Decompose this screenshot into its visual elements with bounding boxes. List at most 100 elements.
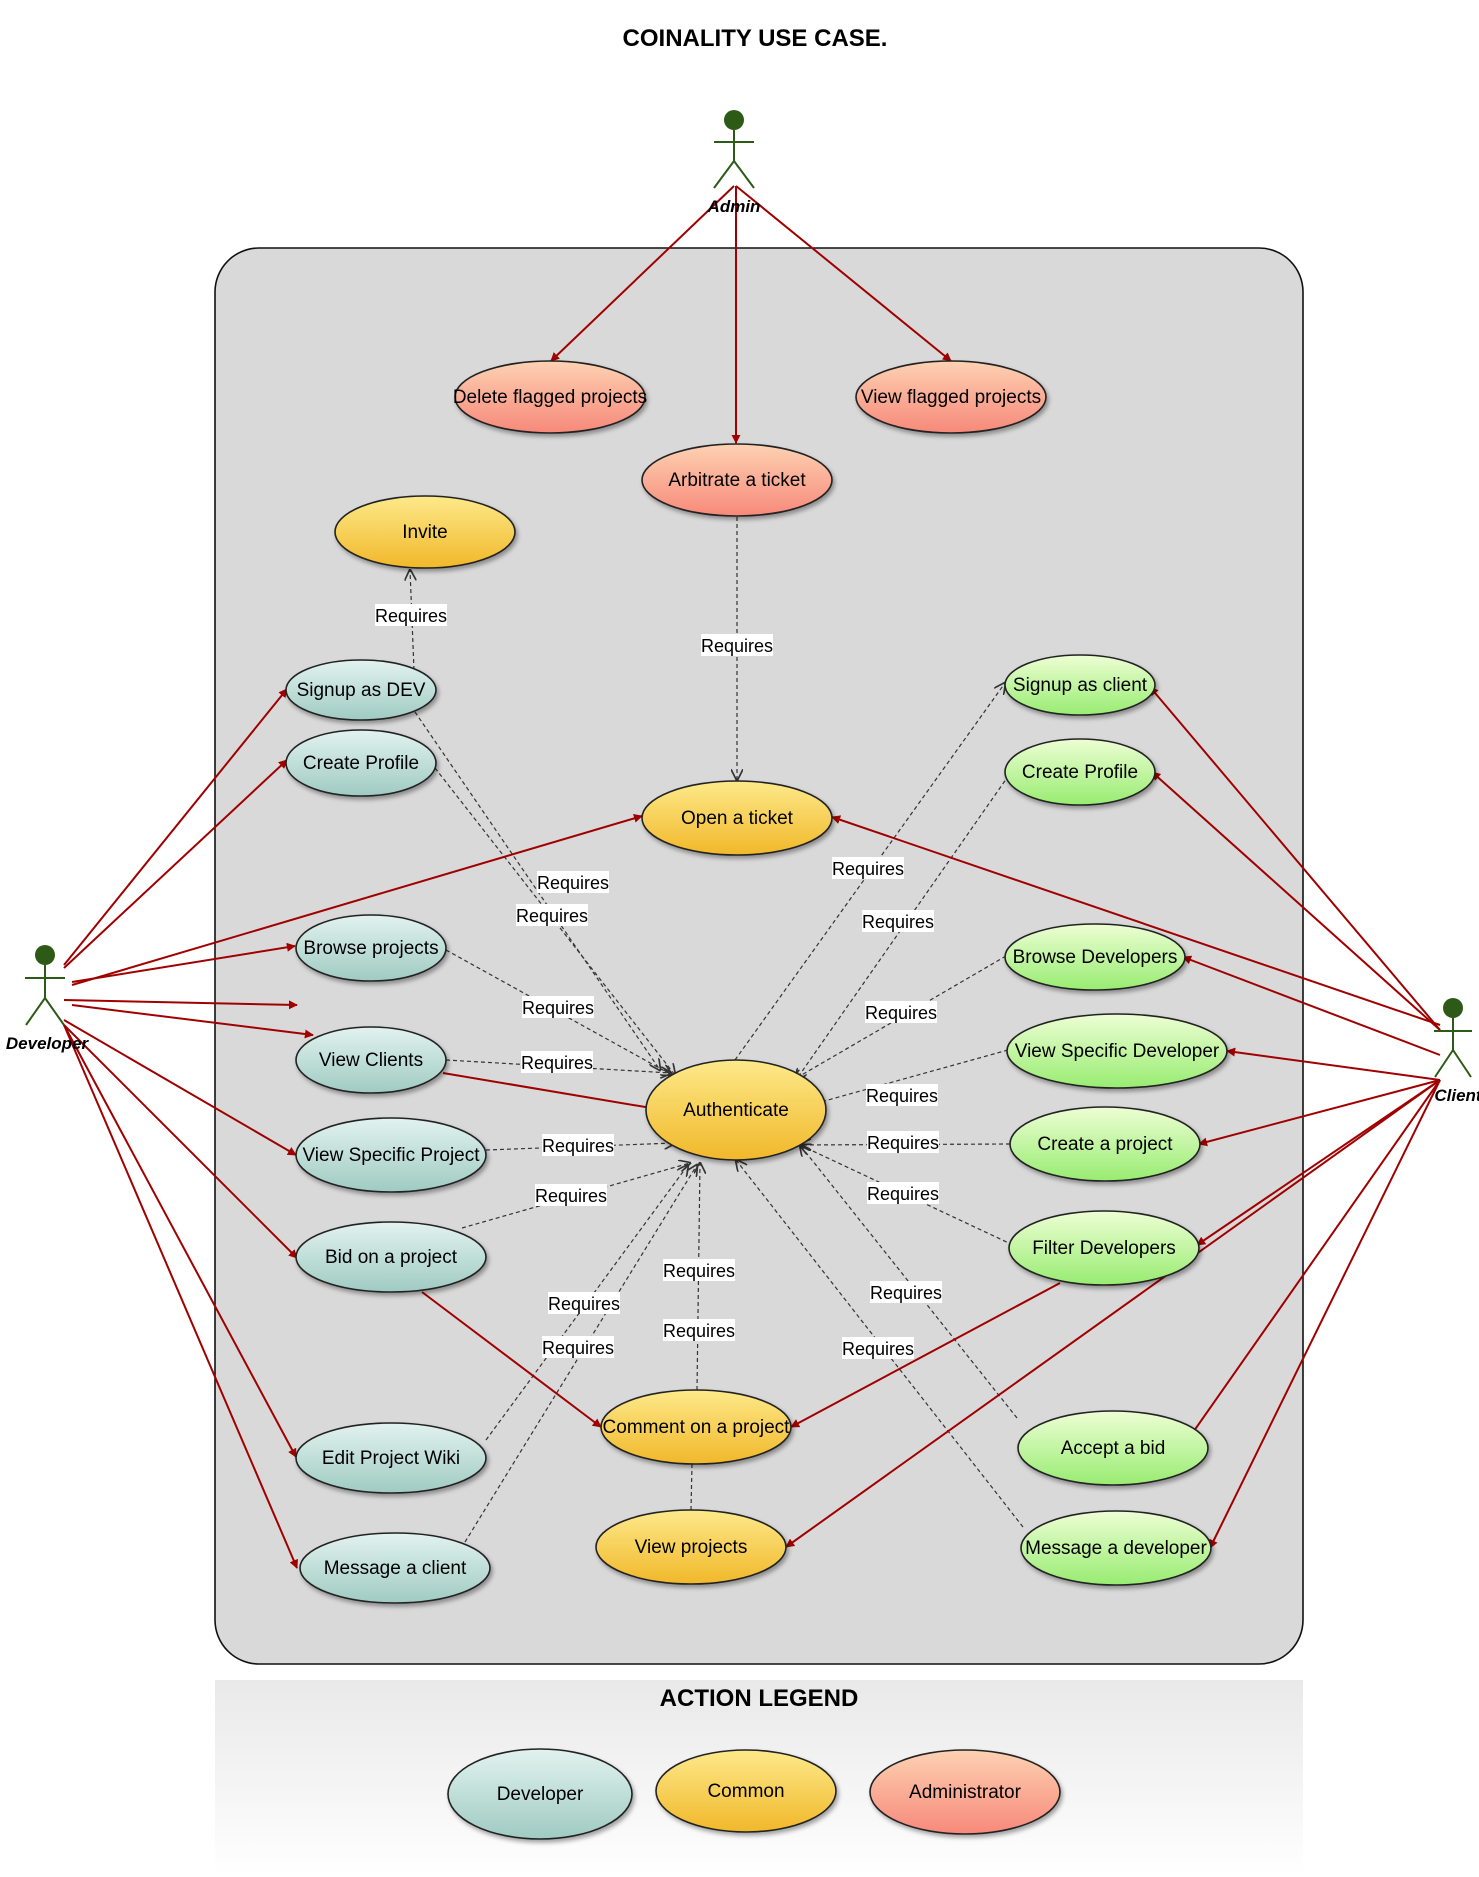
use-case-label: Open a ticket [681, 808, 794, 829]
requires-label-text: Requires [542, 1338, 614, 1358]
requires-label-bg [522, 996, 594, 1018]
use-case-label: Arbitrate a ticket [668, 470, 806, 491]
dependency-line [690, 1463, 693, 1511]
requires-label: Requires [516, 904, 588, 926]
use-case-bid-project[interactable]: Bid on a project [295, 1221, 487, 1293]
dependency-line [793, 955, 1007, 1080]
legend-swatch [655, 1749, 837, 1833]
requires-label-bg [866, 1084, 938, 1106]
dependency-line [810, 1049, 1009, 1105]
actor-developer-head [35, 945, 55, 965]
use-case-view-clients[interactable]: View Clients [295, 1026, 447, 1094]
requires-label: Requires [542, 1134, 614, 1156]
use-case-accept-bid[interactable]: Accept a bid [1017, 1410, 1209, 1486]
use-case-ellipse [1008, 1210, 1200, 1286]
use-case-label: Create Profile [1022, 762, 1138, 783]
requires-label-text: Requires [832, 859, 904, 879]
use-case-view-specific-project[interactable]: View Specific Project [295, 1117, 487, 1193]
use-case-comment-project[interactable]: Comment on a project [600, 1389, 792, 1465]
dependency-line [434, 767, 675, 1075]
use-case-label: Accept a bid [1061, 1438, 1166, 1459]
requires-label-bg [701, 634, 773, 656]
legend-swatch [447, 1748, 633, 1840]
requires-label-bg [375, 604, 447, 626]
use-case-message-client[interactable]: Message a client [299, 1532, 491, 1604]
requires-label-bg [870, 1281, 942, 1303]
association-line [442, 1072, 664, 1114]
requires-label: Requires [862, 910, 934, 932]
actor-admin-head [724, 110, 744, 130]
use-case-label: Invite [402, 522, 447, 543]
use-case-view-specific-developer[interactable]: View Specific Developer [1006, 1013, 1228, 1089]
dependency-line [800, 1145, 1018, 1419]
association-line [1196, 1079, 1441, 1246]
requires-label-text: Requires [862, 912, 934, 932]
use-case-arbitrate[interactable]: Arbitrate a ticket [641, 443, 833, 517]
association-line [1182, 955, 1441, 1056]
use-case-label: View Specific Developer [1015, 1041, 1220, 1062]
requires-label-text: Requires [867, 1133, 939, 1153]
use-case-invite[interactable]: Invite [334, 495, 516, 569]
use-case-ellipse [641, 780, 833, 856]
actor-admin[interactable]: Admin [707, 110, 761, 216]
requires-label-text: Requires [663, 1321, 735, 1341]
use-case-ellipse [295, 1117, 487, 1193]
requires-label: Requires [521, 1051, 593, 1073]
requires-label-bg [862, 910, 934, 932]
requires-label-bg [542, 1134, 614, 1156]
requires-label-text: Requires [375, 606, 447, 626]
use-case-label: Comment on a project [603, 1417, 791, 1438]
use-case-browse-developers[interactable]: Browse Developers [1004, 923, 1186, 991]
use-case-ellipse [295, 1422, 487, 1494]
actor-admin-label: Admin [707, 197, 761, 216]
use-case-label: View projects [635, 1537, 748, 1558]
association-line [735, 185, 952, 362]
use-case-browse-projects[interactable]: Browse projects [295, 914, 447, 982]
use-case-ellipse [295, 1221, 487, 1293]
use-case-create-project[interactable]: Create a project [1009, 1106, 1201, 1182]
use-case-ellipse [1017, 1410, 1209, 1486]
requires-label-text: Requires [701, 636, 773, 656]
requires-label-bg [548, 1292, 620, 1314]
use-case-edit-wiki[interactable]: Edit Project Wiki [295, 1422, 487, 1494]
use-case-filter-developers[interactable]: Filter Developers [1008, 1210, 1200, 1286]
requires-label-text: Requires [521, 1053, 593, 1073]
dependency-line [800, 1145, 1014, 1246]
use-case-message-developer[interactable]: Message a developer [1020, 1510, 1212, 1586]
requires-label: Requires [832, 857, 904, 879]
use-case-label: Filter Developers [1032, 1238, 1176, 1259]
use-case-authenticate[interactable]: Authenticate [645, 1059, 827, 1161]
use-case-signup-dev[interactable]: Signup as DEV [285, 659, 437, 721]
use-case-view-projects[interactable]: View projects [595, 1509, 787, 1585]
use-case-delete-flagged[interactable]: Delete flagged projects [453, 360, 647, 434]
actor-developer-figure [25, 965, 65, 1026]
association-line [550, 185, 735, 362]
use-case-ellipse [285, 659, 437, 721]
use-case-label: View Clients [319, 1050, 423, 1071]
use-case-ellipse [595, 1509, 787, 1585]
requires-label: Requires [375, 604, 447, 626]
use-case-create-profile-dev[interactable]: Create Profile [285, 729, 437, 797]
requires-label-bg [521, 1051, 593, 1073]
use-case-create-profile-client[interactable]: Create Profile [1004, 738, 1156, 806]
use-case-label: Bid on a project [325, 1247, 458, 1268]
actor-client[interactable]: Client [1434, 998, 1479, 1105]
use-case-label: Message a client [324, 1558, 467, 1579]
use-case-view-flagged[interactable]: View flagged projects [855, 360, 1047, 434]
legend-item-common: Common [655, 1749, 837, 1833]
dependency-line [414, 711, 660, 1070]
use-case-open-ticket[interactable]: Open a ticket [641, 780, 833, 856]
requires-label: Requires [535, 1184, 607, 1206]
requires-label-layer: RequiresRequiresRequiresRequiresRequires… [375, 604, 942, 1359]
use-case-ellipse [641, 443, 833, 517]
actor-developer[interactable]: Developer [6, 945, 90, 1053]
use-case-ellipse [299, 1532, 491, 1604]
use-case-signup-client[interactable]: Signup as client [1004, 654, 1156, 716]
requires-label: Requires [842, 1337, 914, 1359]
use-case-label: View flagged projects [861, 387, 1041, 408]
requires-label-bg [865, 1001, 937, 1023]
requires-label: Requires [870, 1281, 942, 1303]
requires-label-bg [867, 1131, 939, 1153]
requires-label-bg [842, 1337, 914, 1359]
